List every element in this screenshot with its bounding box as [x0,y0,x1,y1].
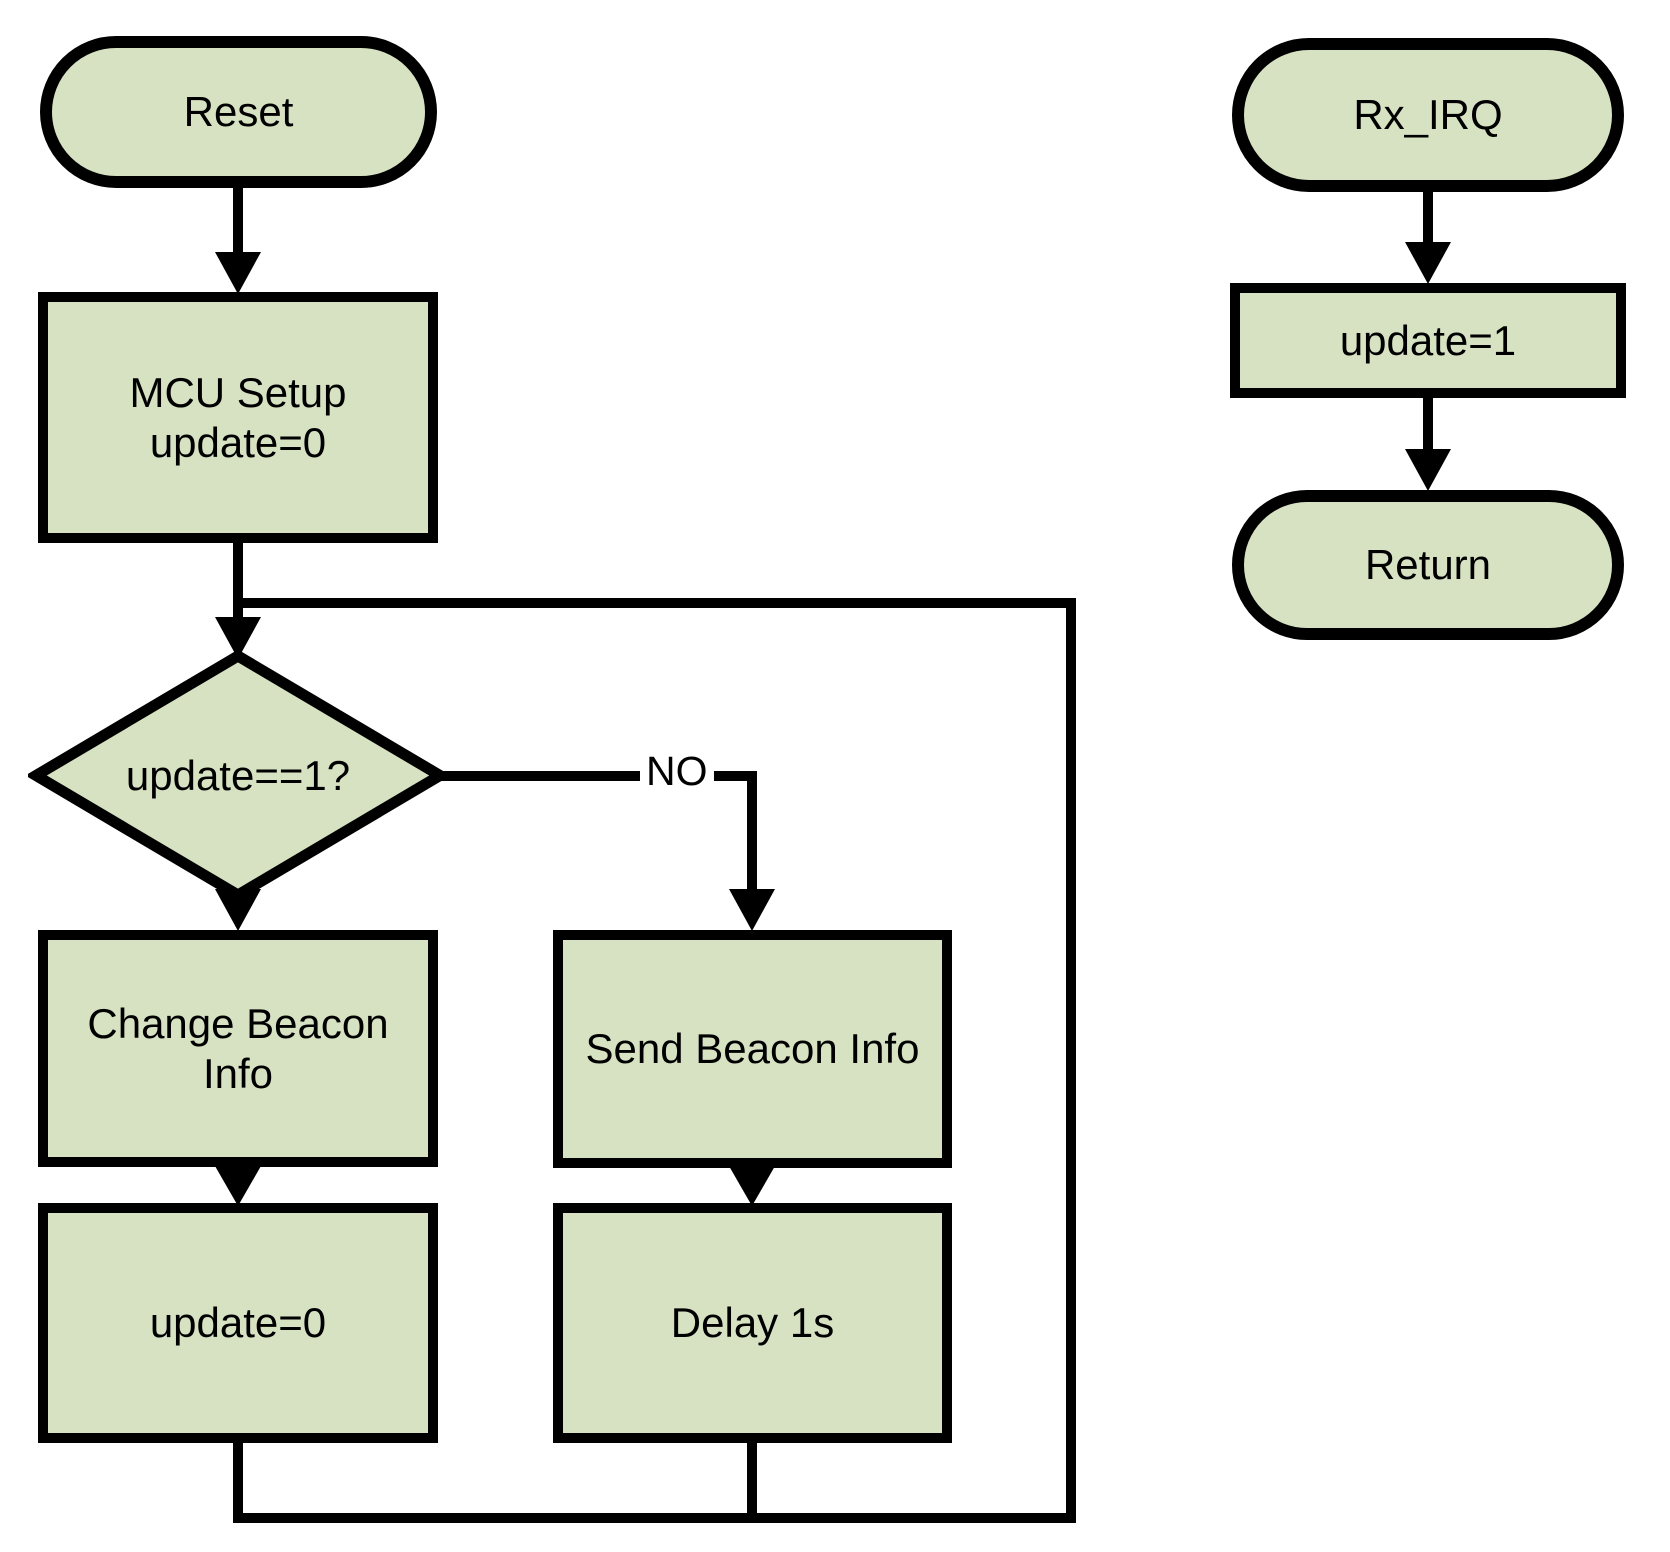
terminator-reset-label: Reset [183,88,294,136]
edge-loop-bottom [233,1513,1076,1523]
arrowhead-rx-irq-to-update1 [1405,242,1451,284]
arrowhead-send-beacon-to-delay [729,1166,775,1206]
process-delay-1s: Delay 1s [553,1203,952,1443]
terminator-return-label: Return [1364,541,1492,589]
process-send-beacon-info: Send Beacon Info [553,930,952,1168]
arrowhead-no-to-send-beacon [729,889,775,931]
edge-label-no: NO [640,748,714,795]
process-change-beacon-info-label: Change Beacon Info [87,999,389,1097]
process-update1-label: update=1 [1339,316,1517,364]
process-send-beacon-info-label: Send Beacon Info [585,1025,920,1073]
terminator-rx-irq-label: Rx_IRQ [1353,91,1503,139]
decision-update-check-label: update==1? [125,752,351,799]
terminator-rx-irq: Rx_IRQ [1232,38,1624,192]
process-mcu-setup: MCU Setup update=0 [38,292,438,543]
arrowhead-update1-to-return [1405,449,1451,491]
edge-decision-no-vertical [747,776,757,890]
edge-decision-no-horizontal [430,771,757,781]
edge-update0-to-loop [233,1443,243,1523]
process-change-beacon-info: Change Beacon Info [38,930,438,1167]
edge-rx-irq-to-update1 [1423,190,1433,246]
edge-delay-to-loop [747,1443,757,1523]
terminator-reset: Reset [40,36,437,188]
edge-reset-to-mcu-setup [233,185,243,255]
edge-loop-right [1066,598,1076,1523]
process-update0: update=0 [38,1203,438,1443]
arrowhead-change-beacon-to-update0 [215,1166,261,1206]
process-mcu-setup-label-line1: MCU Setup [129,368,347,416]
process-delay-1s-label: Delay 1s [670,1299,835,1347]
edge-update1-to-return [1423,398,1433,451]
process-update1: update=1 [1230,283,1626,398]
arrowhead-decision-to-change-beacon [215,889,261,931]
process-mcu-setup-label-line2: update=0 [149,418,327,466]
arrowhead-reset-to-mcu-setup [215,252,261,294]
edge-loop-top [238,598,1076,608]
edge-mcu-setup-to-decision [233,543,243,619]
process-update0-label: update=0 [149,1299,327,1347]
terminator-return: Return [1232,490,1624,640]
